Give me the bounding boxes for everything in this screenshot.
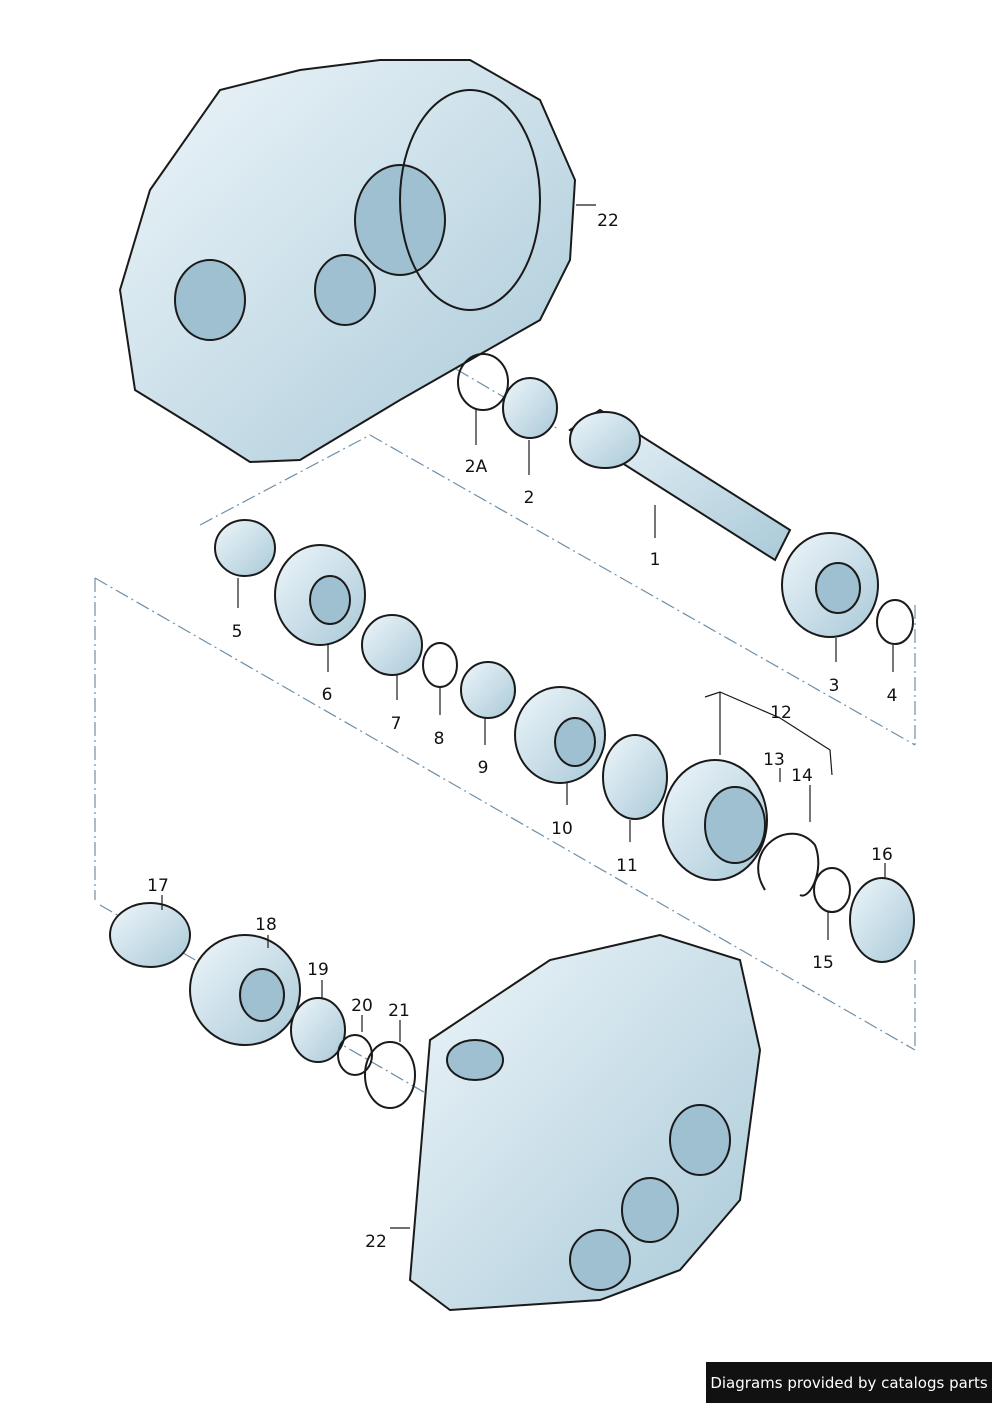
callout-2a: 2A (464, 457, 488, 477)
callout-10: 10 (551, 819, 573, 839)
footer-credit: Diagrams provided by catalogs parts (706, 1362, 992, 1403)
callout-2: 2 (523, 488, 535, 508)
callout-22-lower-housing: 22 (365, 1232, 387, 1252)
shaft-part-1 (568, 408, 792, 562)
callout-1: 1 (649, 550, 661, 570)
callout-6: 6 (321, 685, 333, 705)
callout-12: 12 (770, 703, 792, 723)
callout-21: 21 (388, 1001, 410, 1021)
callout-14: 14 (791, 766, 813, 786)
callout-19: 19 (307, 960, 329, 980)
callout-20: 20 (351, 996, 373, 1016)
callout-8: 8 (433, 729, 445, 749)
callout-4: 4 (886, 686, 898, 706)
callout-11: 11 (616, 856, 638, 876)
callout-9: 9 (477, 758, 489, 778)
callout-7: 7 (390, 714, 402, 734)
lower-housing-part (408, 933, 762, 1312)
callout-15: 15 (812, 953, 834, 973)
callout-22-upper-housing: 22 (597, 211, 619, 231)
callout-5: 5 (231, 622, 243, 642)
callout-17: 17 (147, 876, 169, 896)
callout-3: 3 (828, 676, 840, 696)
upper-housing-part (118, 59, 577, 464)
gear-parts (109, 353, 915, 1109)
callout-13: 13 (763, 750, 785, 770)
callout-18: 18 (255, 915, 277, 935)
leader-lines (161, 204, 894, 1229)
callout-16: 16 (871, 845, 893, 865)
